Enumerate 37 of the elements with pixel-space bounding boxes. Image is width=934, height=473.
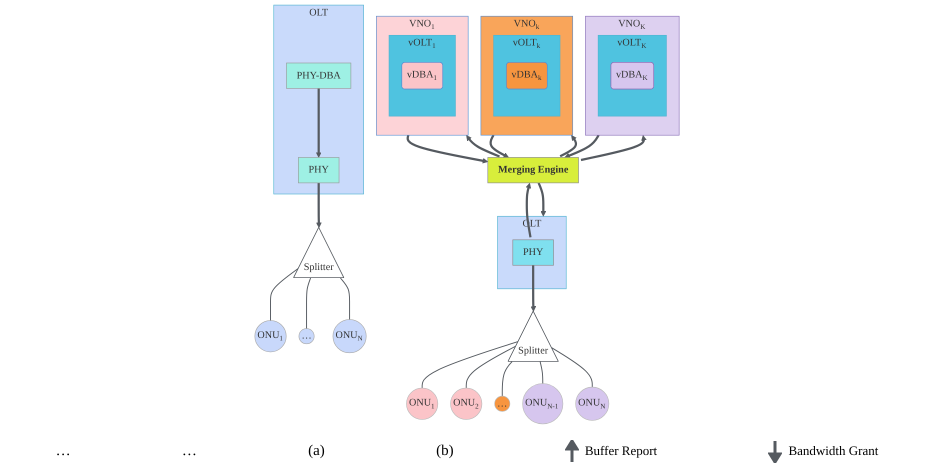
node-circle: ONU$_{1}$ [254, 320, 287, 352]
arrow [564, 134, 600, 158]
connector [551, 347, 593, 388]
node-box: PHY [298, 157, 340, 184]
arrow [530, 265, 536, 312]
node-box: Merging Engine [487, 157, 579, 184]
node-circle: ONU$_{N-1}$ [522, 383, 564, 424]
connector [340, 278, 350, 320]
arrow [538, 182, 546, 217]
node-circle: ONU$_{2}$ [450, 388, 482, 420]
arrow [560, 135, 578, 158]
arrow [466, 135, 500, 158]
arrow [316, 88, 322, 158]
node-circle: ONU$_{N}$ [575, 386, 610, 421]
connector [270, 268, 300, 321]
legend-text: Buffer Report [584, 443, 658, 459]
node-circle: … [494, 396, 510, 412]
node-circle: … [298, 328, 314, 344]
arrow [526, 182, 532, 238]
node-circle: ONU$_{N}$ [332, 319, 367, 354]
legend-text: Bandwidth Grant [788, 443, 878, 459]
arrow [580, 135, 647, 162]
connector [540, 361, 544, 384]
note-label: (b) [436, 442, 454, 460]
arrow [406, 134, 488, 164]
note-label: … [182, 442, 197, 460]
connector [306, 278, 312, 330]
note-label: (a) [308, 442, 325, 460]
connector [422, 340, 519, 389]
node-box: PHY-DBA [286, 62, 352, 89]
node-box: PHY [512, 240, 554, 266]
connector [502, 361, 513, 397]
arrow [316, 182, 322, 228]
node-circle: ONU$_{1}$ [406, 388, 438, 420]
note-label: … [56, 442, 71, 460]
connector [466, 345, 517, 389]
arrow [489, 134, 509, 158]
